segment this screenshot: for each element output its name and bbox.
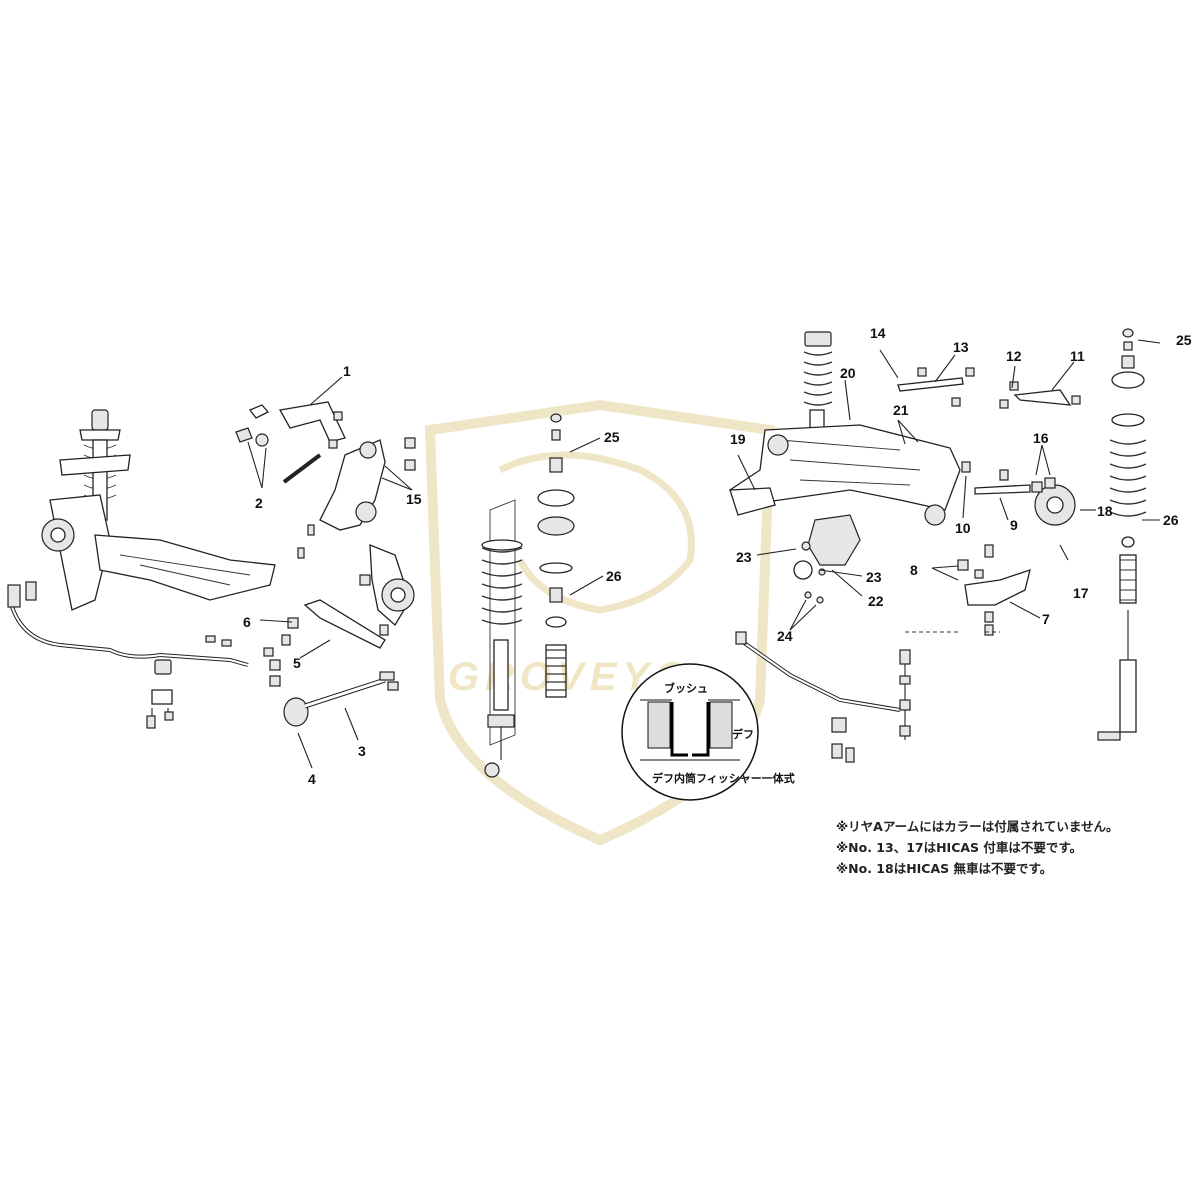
callout-6: 6 (243, 614, 251, 630)
callout-15: 15 (406, 491, 422, 507)
callout-11: 11 (1070, 348, 1085, 364)
callout-4: 4 (308, 771, 316, 787)
rear-subframe-assembly (728, 331, 961, 604)
callout-21: 21 (893, 402, 909, 418)
callout-18: 18 (1097, 503, 1113, 519)
callout-9: 9 (1010, 517, 1018, 533)
callout-12: 12 (1006, 348, 1022, 364)
note-line: ※No. 18はHICAS 無車は不要です。 (836, 861, 1053, 876)
callout-24: 24 (777, 628, 793, 644)
callout-26-center: 26 (606, 568, 622, 584)
center-shock-assembly (481, 413, 575, 778)
front-lower-arm-5 (281, 599, 386, 649)
notes-block: ※リヤAアームにはカラーは付属されていません。 ※No. 13、17はHICAS… (836, 816, 1118, 879)
front-suspension-assembly (7, 409, 281, 729)
callout-25-right: 25 (1176, 332, 1192, 348)
front-tension-rod (283, 671, 399, 727)
callout-5: 5 (293, 655, 301, 671)
callout-25-center: 25 (604, 429, 620, 445)
front-upper-arm (235, 401, 346, 484)
front-lower-arm-15 (297, 437, 416, 559)
rear-links (897, 367, 1081, 636)
callout-17: 17 (1073, 585, 1089, 601)
callout-7: 7 (1042, 611, 1050, 627)
callout-numbers: 1 2 3 4 5 6 7 8 9 10 11 12 13 14 15 16 1… (243, 325, 1192, 787)
leader-lines (247, 339, 1161, 769)
rear-shock-assembly (1097, 328, 1147, 741)
inset-caption: デフ内筒フィッシャー一体式 (652, 771, 795, 785)
inset-bush-label: ブッシュ (664, 681, 708, 695)
callout-19: 19 (730, 431, 746, 447)
callout-14: 14 (870, 325, 886, 341)
note-line: ※リヤAアームにはカラーは付属されていません。 (836, 819, 1119, 834)
inset-diff-label: デフ (732, 727, 754, 741)
bushing-inset: ブッシュ デフ デフ内筒フィッシャー一体式 (621, 663, 795, 801)
callout-2: 2 (255, 495, 263, 511)
callout-3: 3 (358, 743, 366, 759)
callout-23-right: 23 (866, 569, 882, 585)
callout-22: 22 (868, 593, 884, 609)
callout-13: 13 (953, 339, 969, 355)
rear-stabilizer (735, 631, 1000, 763)
callout-16: 16 (1033, 430, 1049, 446)
front-knuckle (359, 544, 415, 636)
callout-10: 10 (955, 520, 971, 536)
callout-20: 20 (840, 365, 856, 381)
callout-1: 1 (343, 363, 351, 379)
callout-23-left: 23 (736, 549, 752, 565)
callout-26-right: 26 (1163, 512, 1179, 528)
callout-8: 8 (910, 562, 918, 578)
note-line: ※No. 13、17はHICAS 付車は不要です。 (836, 840, 1083, 855)
